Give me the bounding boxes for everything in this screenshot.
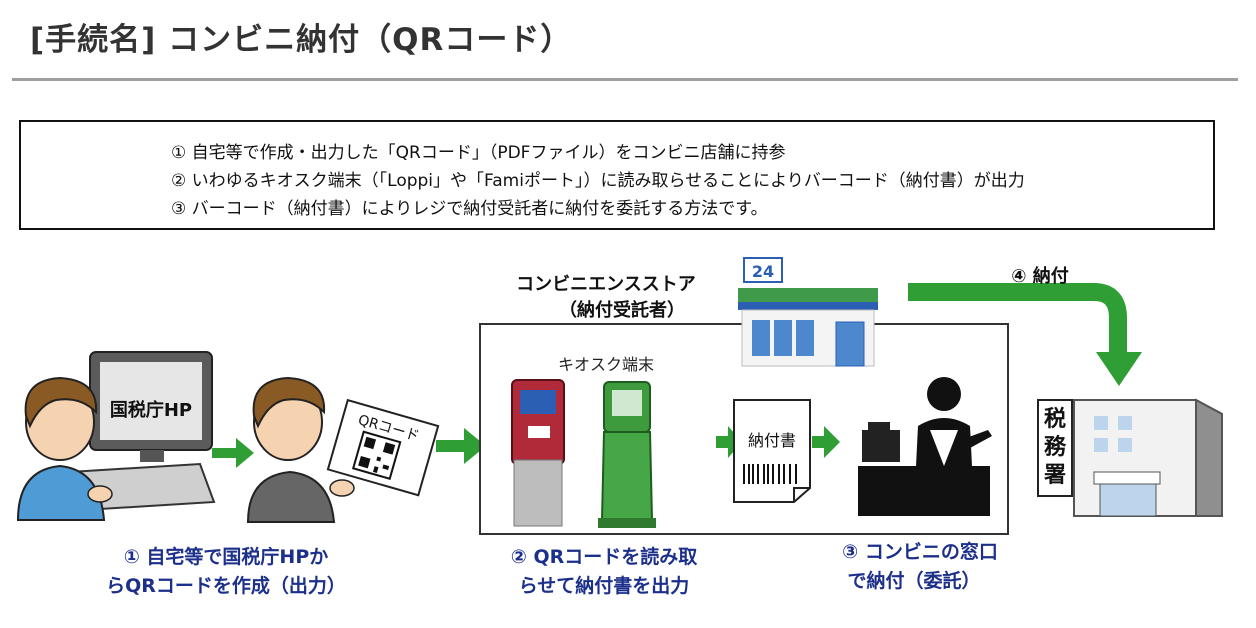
tax-office-sign-char-3: 署 (1043, 463, 1066, 488)
flow-arrow-4 (812, 426, 840, 458)
payment-arrow-head (1096, 352, 1142, 386)
store-sign-text: 24 (752, 262, 774, 281)
tax-office-sign-char-1: 税 (1044, 406, 1066, 432)
flow-arrow-1 (212, 438, 254, 468)
tax-office-building-icon: 税 務 署 (1037, 398, 1223, 517)
flow-arrow-3 (716, 426, 742, 458)
caption-3-line-2: で納付（委託） (847, 569, 980, 592)
step-3-text: ③ バーコード（納付書）によりレジで納付受託者に納付を委託する方法です。 (171, 199, 768, 219)
procedure-summary-box: ① 自宅等で作成・出力した「QRコード」（PDFファイル）をコンビニ店舗に持参 … (19, 120, 1215, 230)
kiosk-terminal-label: キオスク端末 (558, 355, 654, 374)
caption-1-line-1: ① 自宅等で国税庁HPか (124, 545, 329, 568)
tax-office-sign-char-2: 務 (1044, 434, 1067, 460)
caption-2-line-2: らせて納付書を出力 (519, 574, 690, 597)
payment-slip-icon: 納付書 (733, 399, 811, 503)
title-divider (12, 78, 1238, 81)
flow-arrow-2 (436, 428, 486, 464)
page-title: [手続名] コンビニ納付（QRコード） (30, 22, 573, 58)
kiosk-terminal-famiport-icon (598, 381, 656, 528)
store-name-label: コンビニエンスストア (516, 274, 696, 295)
caption-2-line-1: ② QRコードを読み取 (511, 545, 697, 568)
convenience-store-icon: 24 (738, 257, 878, 367)
store-role-label: （納付受託者） (559, 299, 685, 321)
monitor-screen-text: 国税庁HP (110, 399, 192, 421)
person-at-computer-illustration: 国税庁HP (16, 351, 216, 521)
payment-step-label: ④ 納付 (1011, 265, 1069, 287)
caption-3-line-1: ③ コンビニの窓口 (842, 540, 998, 563)
person-with-qr-illustration: QRコード (246, 376, 440, 523)
payment-flow-diagram: 国税庁HP QRコード コンビニエンスストア （ (16, 257, 1223, 597)
kiosk-terminal-loppi-icon (511, 379, 565, 527)
payment-slip-label: 納付書 (748, 431, 796, 450)
step-2-text: ② いわゆるキオスク端末（「Loppi」や「Famiポート」）に読み取らせること… (171, 171, 1025, 191)
payment-flow-arrow (908, 283, 1127, 354)
caption-1-line-2: らQRコードを作成（出力） (106, 574, 346, 597)
step-1-text: ① 自宅等で作成・出力した「QRコード」（PDFファイル）をコンビニ店舗に持参 (171, 143, 786, 163)
cashier-counter-icon (858, 377, 992, 516)
